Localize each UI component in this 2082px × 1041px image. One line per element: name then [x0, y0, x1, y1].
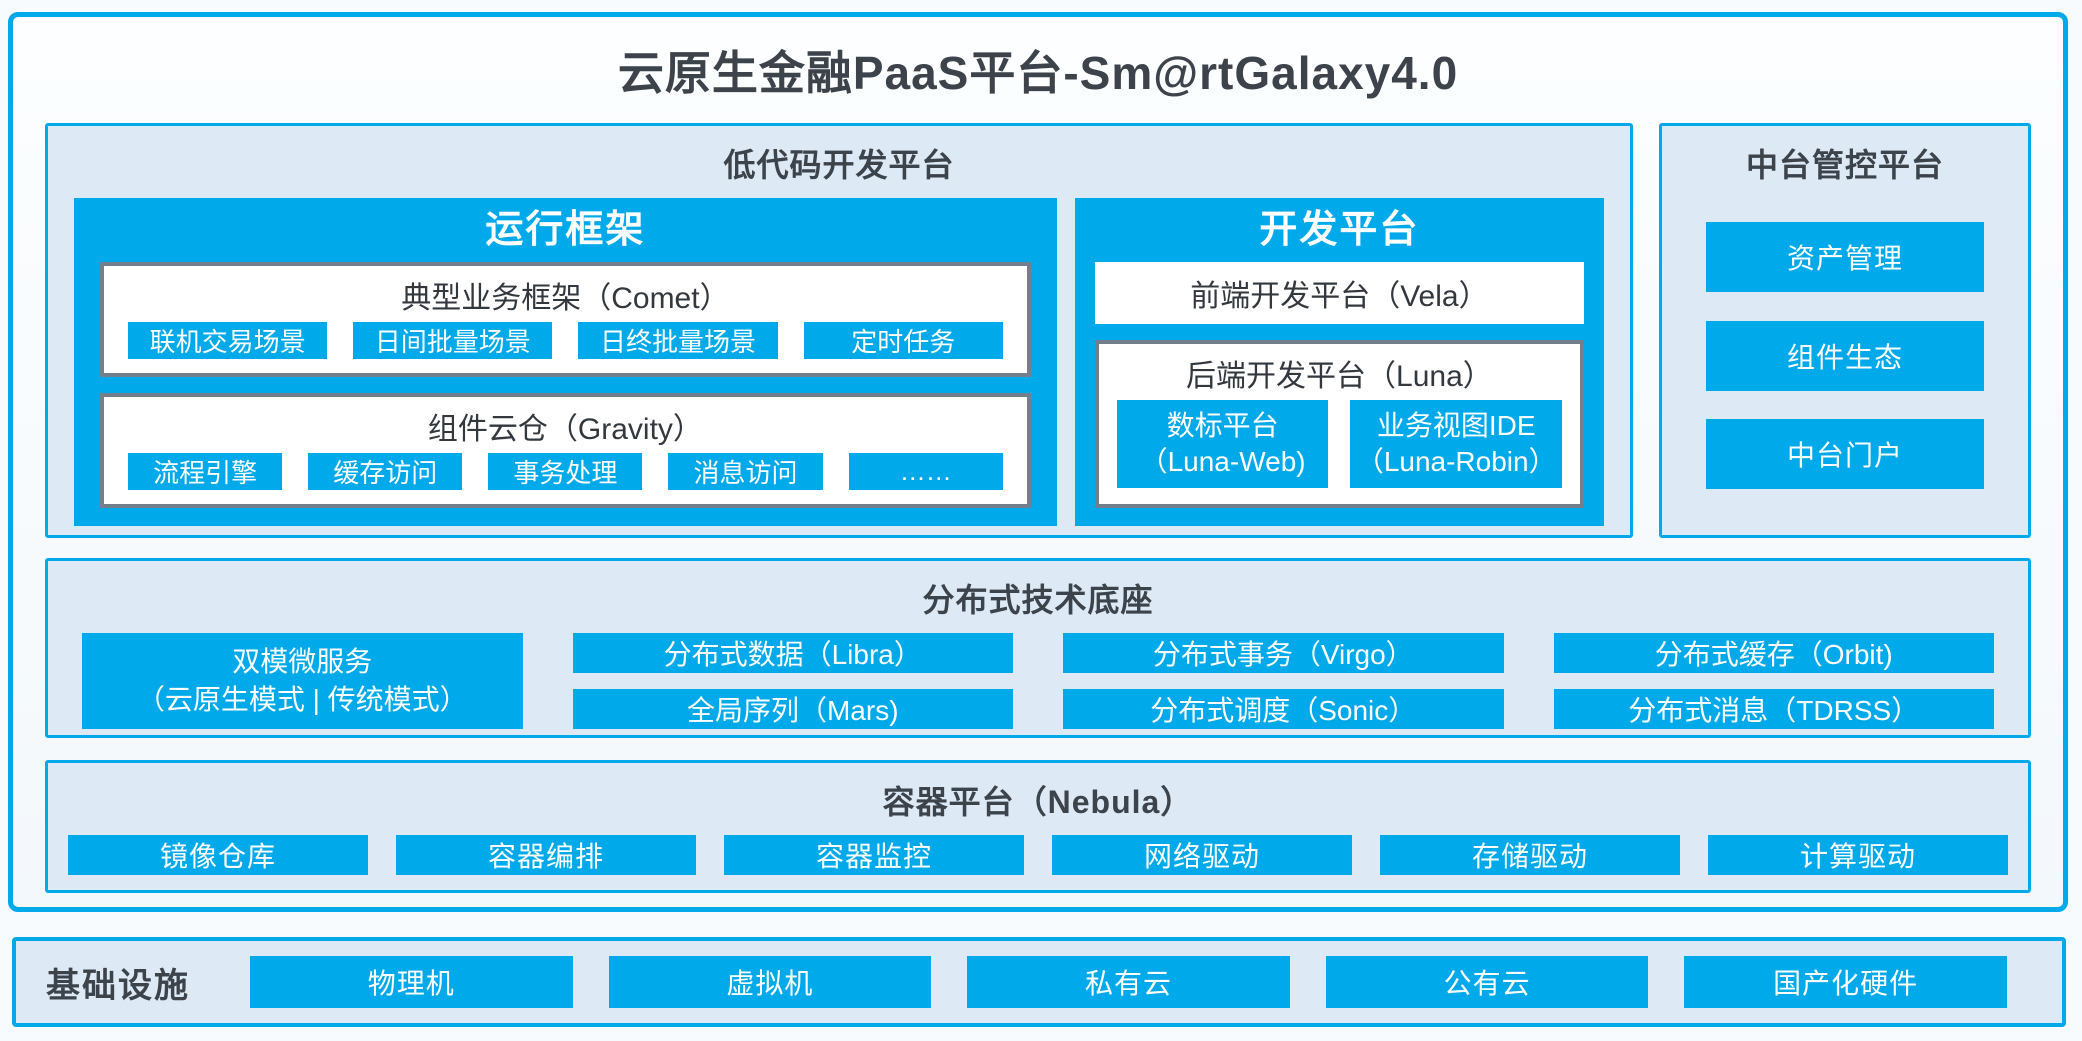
container-platform-items: 镜像仓库 容器编排 容器监控 网络驱动 存储驱动 计算驱动: [48, 835, 2028, 891]
architecture-diagram-frame: 云原生金融PaaS平台-Sm@rtGalaxy4.0 低代码开发平台 运行框架 …: [8, 12, 2068, 912]
dual-mode-line2: （云原生模式 | 传统模式）: [136, 684, 468, 715]
diagram-block-physical-machine: 物理机: [250, 956, 573, 1008]
diagram-block-message-access: 消息访问: [668, 453, 823, 490]
luna-backend-box: 后端开发平台（Luna） 数标平台 （Luna-Web) 业务视图IDE （Lu…: [1094, 340, 1584, 508]
diagram-block-image-registry: 镜像仓库: [68, 835, 368, 875]
diagram-block-distributed-scheduling-sonic: 分布式调度（Sonic）: [1063, 689, 1504, 729]
luna-robin-line2: （Luna-Robin）: [1355, 446, 1557, 477]
comet-items-row: 联机交易场景 日间批量场景 日终批量场景 定时任务: [104, 322, 1027, 373]
diagram-block-eod-batch: 日终批量场景: [578, 322, 778, 359]
diagram-block-daytime-batch: 日间批量场景: [353, 322, 553, 359]
diagram-block-private-cloud: 私有云: [967, 956, 1290, 1008]
luna-web-line2: （Luna-Web): [1139, 446, 1306, 477]
diagram-block-luna-robin: 业务视图IDE （Luna-Robin）: [1350, 400, 1563, 488]
diagram-block-distributed-transaction-virgo: 分布式事务（Virgo）: [1063, 633, 1504, 673]
diagram-block-storage-driver: 存储驱动: [1380, 835, 1680, 875]
mid-platform-control-panel: 中台管控平台 资产管理 组件生态 中台门户: [1659, 123, 2031, 538]
top-row: 低代码开发平台 运行框架 典型业务框架（Comet） 联机交易场景 日间批量场景…: [45, 123, 2031, 538]
low-code-platform-panel: 低代码开发平台 运行框架 典型业务框架（Comet） 联机交易场景 日间批量场景…: [45, 123, 1633, 538]
dev-platform-panel: 开发平台 前端开发平台（Vela） 后端开发平台（Luna） 数标平台 （Lun…: [1074, 198, 1604, 526]
diagram-block-transaction-processing: 事务处理: [488, 453, 643, 490]
low-code-platform-header: 低代码开发平台: [723, 147, 955, 183]
runtime-framework-panel: 运行框架 典型业务框架（Comet） 联机交易场景 日间批量场景 日终批量场景 …: [74, 198, 1057, 526]
diagram-block-luna-web: 数标平台 （Luna-Web): [1116, 400, 1329, 488]
luna-web-line1: 数标平台: [1166, 409, 1279, 441]
distributed-tech-base-panel: 分布式技术底座 双模微服务 （云原生模式 | 传统模式） 分布式数据（Libra…: [45, 558, 2031, 738]
diagram-block-distributed-cache-orbit: 分布式缓存（Orbit): [1553, 633, 1994, 673]
low-code-platform-body: 运行框架 典型业务框架（Comet） 联机交易场景 日间批量场景 日终批量场景 …: [48, 198, 1630, 550]
mid-platform-header: 中台管控平台: [1745, 147, 1944, 183]
dev-platform-title: 开发平台: [1259, 209, 1420, 251]
diagram-block-dual-mode-microservice: 双模微服务 （云原生模式 | 传统模式）: [82, 633, 523, 729]
diagram-block-public-cloud: 公有云: [1325, 956, 1649, 1008]
diagram-block-component-ecosystem: 组件生态: [1706, 320, 1984, 391]
dev-platform-body: 前端开发平台（Vela） 后端开发平台（Luna） 数标平台 （Luna-Web…: [1075, 262, 1604, 526]
luna-backend-title: 后端开发平台（Luna）: [1186, 360, 1493, 393]
diagram-block-mid-platform-portal: 中台门户: [1706, 419, 1984, 489]
diagram-block-process-engine: 流程引擎: [128, 453, 283, 490]
dual-mode-line1: 双模微服务: [232, 646, 373, 678]
gravity-warehouse-title: 组件云仓（Gravity）: [427, 413, 703, 446]
diagram-block-ellipsis: ……: [848, 453, 1003, 490]
diagram-block-global-sequence-mars: 全局序列（Mars): [572, 689, 1013, 729]
diagram-block-network-driver: 网络驱动: [1052, 835, 1352, 875]
page-title: 云原生金融PaaS平台-Sm@rtGalaxy4.0: [617, 47, 1459, 99]
infrastructure-panel: 基础设施 物理机 虚拟机 私有云 公有云 国产化硬件: [12, 937, 2066, 1027]
diagram-block-domestic-hardware: 国产化硬件: [1684, 956, 2007, 1008]
diagram-block-cache-access: 缓存访问: [308, 453, 463, 490]
vela-frontend-box: 前端开发平台（Vela）: [1094, 262, 1584, 324]
diagram-block-compute-driver: 计算驱动: [1708, 835, 2008, 875]
diagram-block-asset-management: 资产管理: [1706, 222, 1984, 292]
diagram-block-online-trading: 联机交易场景: [128, 322, 328, 359]
distributed-tech-base-grid: 双模微服务 （云原生模式 | 传统模式） 分布式数据（Libra） 分布式事务（…: [48, 633, 2028, 745]
container-platform-panel: 容器平台（Nebula） 镜像仓库 容器编排 容器监控 网络驱动 存储驱动 计算…: [45, 760, 2031, 893]
diagram-block-scheduled-task: 定时任务: [803, 322, 1003, 359]
comet-framework-title: 典型业务框架（Comet）: [401, 282, 730, 315]
infrastructure-label: 基础设施: [46, 966, 190, 1005]
mid-platform-items: 资产管理 组件生态 中台门户: [1662, 198, 2028, 535]
luna-robin-line1: 业务视图IDE: [1376, 409, 1536, 441]
diagram-block-distributed-message-tdrss: 分布式消息（TDRSS）: [1553, 689, 1994, 729]
distributed-tech-base-header: 分布式技术底座: [922, 582, 1154, 618]
runtime-framework-title: 运行框架: [485, 209, 646, 251]
diagram-block-container-orchestration: 容器编排: [396, 835, 696, 875]
gravity-warehouse-box: 组件云仓（Gravity） 流程引擎 缓存访问 事务处理 消息访问 ……: [100, 393, 1031, 508]
diagram-block-virtual-machine: 虚拟机: [608, 956, 932, 1008]
container-platform-header: 容器平台（Nebula）: [882, 784, 1194, 820]
diagram-block-container-monitoring: 容器监控: [724, 835, 1024, 875]
luna-items-row: 数标平台 （Luna-Web) 业务视图IDE （Luna-Robin）: [1099, 400, 1580, 504]
gravity-items-row: 流程引擎 缓存访问 事务处理 消息访问 ……: [104, 453, 1027, 504]
diagram-block-distributed-data-libra: 分布式数据（Libra）: [572, 633, 1013, 673]
runtime-framework-body: 典型业务框架（Comet） 联机交易场景 日间批量场景 日终批量场景 定时任务 …: [74, 262, 1057, 526]
comet-framework-box: 典型业务框架（Comet） 联机交易场景 日间批量场景 日终批量场景 定时任务: [100, 262, 1031, 377]
